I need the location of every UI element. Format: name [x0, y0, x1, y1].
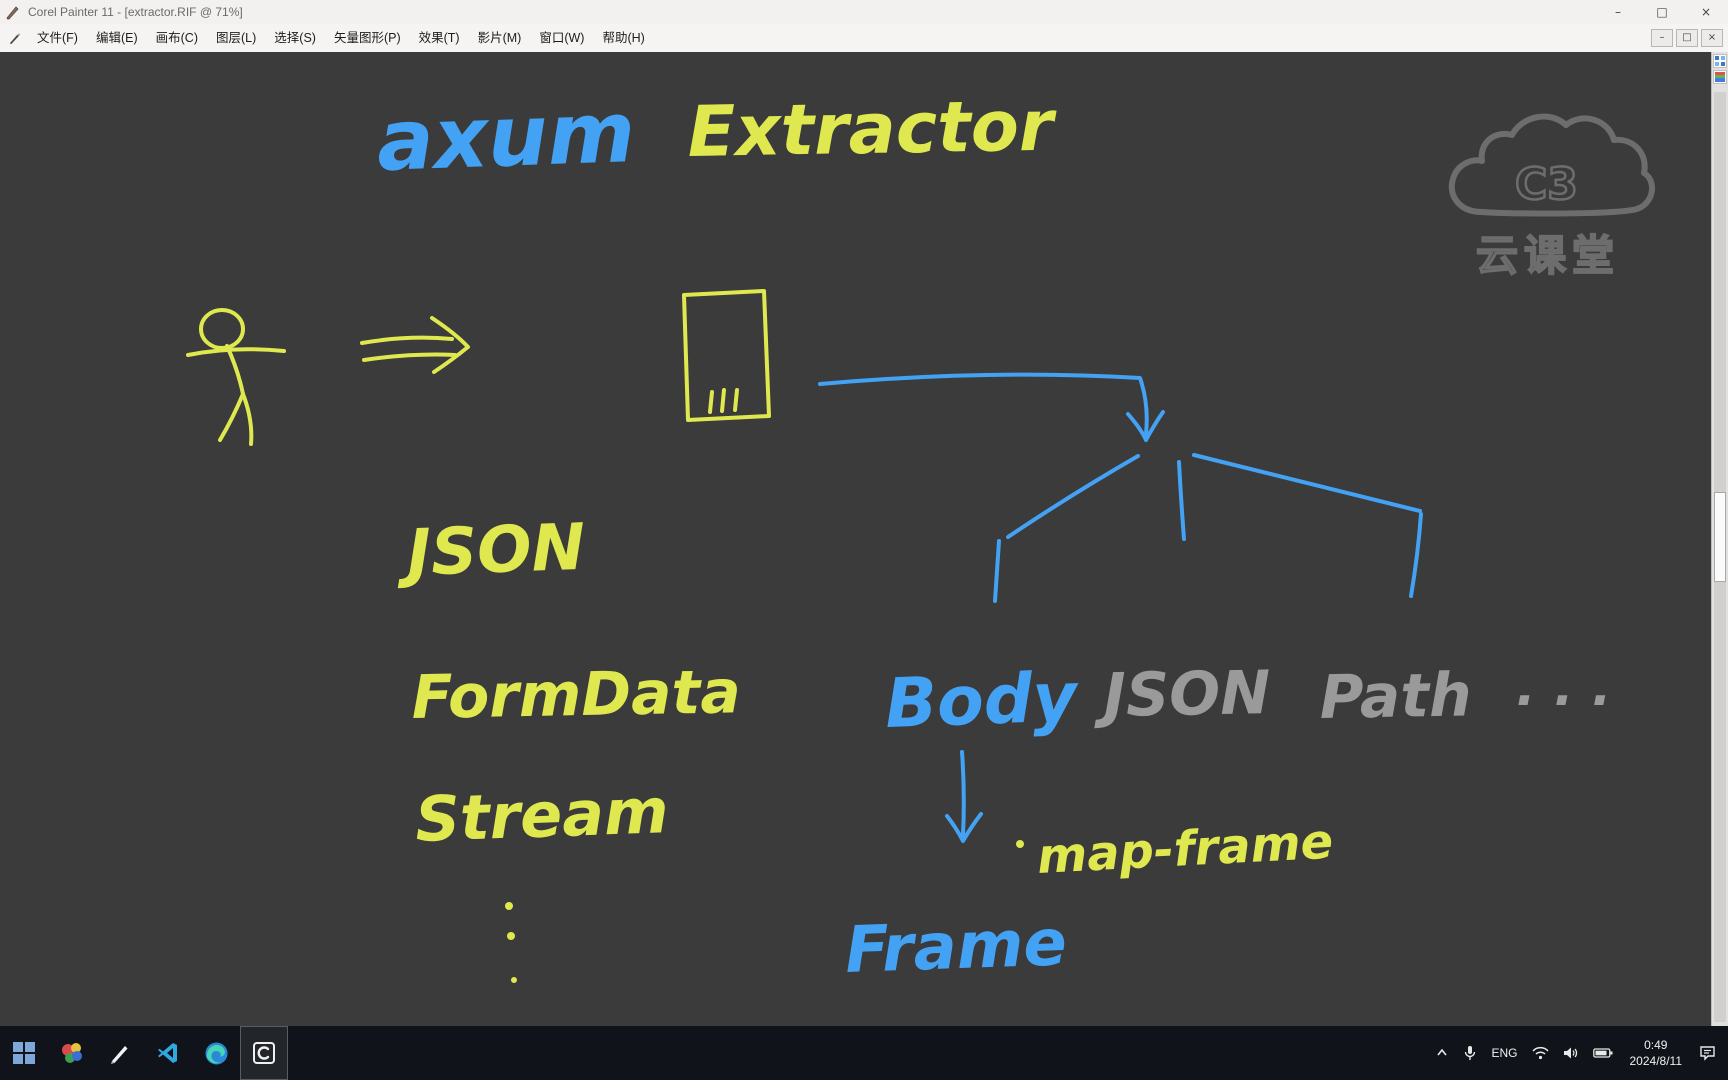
document-window-controls: – □ × [1651, 29, 1723, 47]
color-palette-icon[interactable] [1713, 70, 1727, 84]
tray-volume-button[interactable] [1556, 1026, 1586, 1080]
vscode-icon [158, 1043, 177, 1063]
tray-wifi-button[interactable] [1525, 1026, 1556, 1080]
list-ellipsis-dots [505, 902, 517, 983]
window-controls: – □ × [1596, 0, 1728, 24]
speaker-icon [1563, 1047, 1577, 1059]
close-button[interactable]: × [1684, 0, 1728, 24]
double-arrow-sketch [360, 316, 470, 374]
list-item-json: JSON [395, 511, 586, 592]
map-frame-bullet [1016, 840, 1024, 848]
body-to-frame-arrow [945, 750, 983, 843]
taskbar-icon-paint-app[interactable] [48, 1026, 96, 1080]
canvas-scrollbar[interactable] [1714, 92, 1726, 1022]
watermark-label: 云课堂 [1476, 231, 1620, 280]
corel-painter-icon [253, 1042, 275, 1064]
window-title: Corel Painter 11 - [extractor.RIF @ 71%] [28, 5, 243, 19]
taskbar-icon-corel-painter[interactable] [240, 1026, 288, 1080]
notification-icon [1700, 1046, 1715, 1061]
server-box-sketch [682, 289, 771, 422]
taskbar-icon-vscode[interactable] [144, 1026, 192, 1080]
menu-item-window[interactable]: 窗口(W) [539, 31, 585, 45]
menu-item-canvas[interactable]: 画布(C) [155, 31, 198, 45]
palette-grid-icon[interactable] [1713, 54, 1727, 68]
edge-browser-icon [205, 1042, 227, 1064]
canvas-workspace: C3 云课堂 axum Extractor [0, 52, 1728, 1026]
heading-axum: axum [375, 83, 636, 190]
title-bar: Corel Painter 11 - [extractor.RIF @ 71%]… [0, 0, 1728, 25]
tree-branches-sketch [993, 453, 1423, 603]
document-pen-icon [5, 29, 23, 47]
menu-item-layers[interactable]: 图层(L) [216, 31, 257, 45]
doc-restore-button[interactable]: □ [1676, 29, 1698, 47]
connector-arrow-sketch [818, 372, 1165, 442]
doc-close-button[interactable]: × [1701, 29, 1723, 47]
maximize-button[interactable]: □ [1640, 0, 1684, 24]
tree-label-path: Path [1319, 660, 1472, 733]
cloud-icon [1448, 113, 1655, 217]
doc-minimize-button[interactable]: – [1651, 29, 1673, 47]
minimize-button[interactable]: – [1596, 0, 1640, 24]
tree-label-json: JSON [1093, 658, 1271, 731]
tree-label-body: Body [884, 658, 1081, 744]
menu-item-select[interactable]: 选择(S) [274, 31, 316, 45]
heading-extractor: Extractor [687, 85, 1059, 173]
scrollbar-thumb[interactable] [1714, 492, 1726, 582]
label-map-frame: map-frame [1036, 814, 1335, 885]
label-frame: Frame [844, 906, 1068, 988]
tray-language-indicator[interactable]: ENG [1484, 1026, 1524, 1080]
right-panel-rail [1711, 52, 1728, 1026]
taskbar-icon-pen-tool[interactable] [96, 1026, 144, 1080]
tray-chevron-button[interactable] [1428, 1026, 1456, 1080]
action-center-button[interactable] [1692, 1026, 1728, 1080]
taskbar: ENG [0, 1026, 1728, 1080]
menu-item-shapes[interactable]: 矢量图形(P) [333, 31, 401, 45]
watermark-logo-text: C3 [1515, 159, 1578, 210]
pen-icon [111, 1046, 128, 1064]
clock-time: 0:49 [1644, 1038, 1668, 1052]
system-tray: ENG [1428, 1026, 1728, 1080]
microphone-icon [1465, 1046, 1476, 1060]
menu-item-file[interactable]: 文件(F) [37, 31, 78, 45]
chevron-up-icon [1437, 1048, 1448, 1056]
menu-item-effects[interactable]: 效果(T) [418, 31, 460, 45]
menu-item-help[interactable]: 帮助(H) [602, 31, 645, 45]
list-item-stream: Stream [414, 774, 670, 856]
watermark: C3 云课堂 [1448, 113, 1655, 281]
menu-bar: 文件(F) 编辑(E) 画布(C) 图层(L) 选择(S) 矢量图形(P) 效果… [0, 24, 1728, 53]
tray-microphone-button[interactable] [1456, 1026, 1484, 1080]
start-button[interactable] [0, 1026, 48, 1080]
clock-date: 2024/8/11 [1629, 1054, 1683, 1068]
drawing-canvas[interactable]: C3 云课堂 axum Extractor [0, 52, 1712, 1026]
taskbar-clock[interactable]: 0:49 2024/8/11 [1620, 1037, 1693, 1069]
windows-logo-icon [13, 1042, 35, 1064]
menu-item-edit[interactable]: 编辑(E) [95, 31, 138, 45]
list-item-formdata: FormData [411, 657, 741, 733]
tray-battery-button[interactable] [1586, 1026, 1620, 1080]
language-label: ENG [1491, 1046, 1518, 1060]
app-brush-icon [4, 3, 22, 21]
paint-splash-icon [62, 1043, 82, 1063]
menu-item-movie[interactable]: 影片(M) [477, 31, 522, 45]
tree-label-more: . . . [1516, 658, 1611, 718]
stick-figure-sketch [186, 308, 286, 446]
wifi-icon [1531, 1046, 1549, 1060]
battery-icon [1592, 1048, 1612, 1058]
taskbar-icon-edge[interactable] [192, 1026, 240, 1080]
